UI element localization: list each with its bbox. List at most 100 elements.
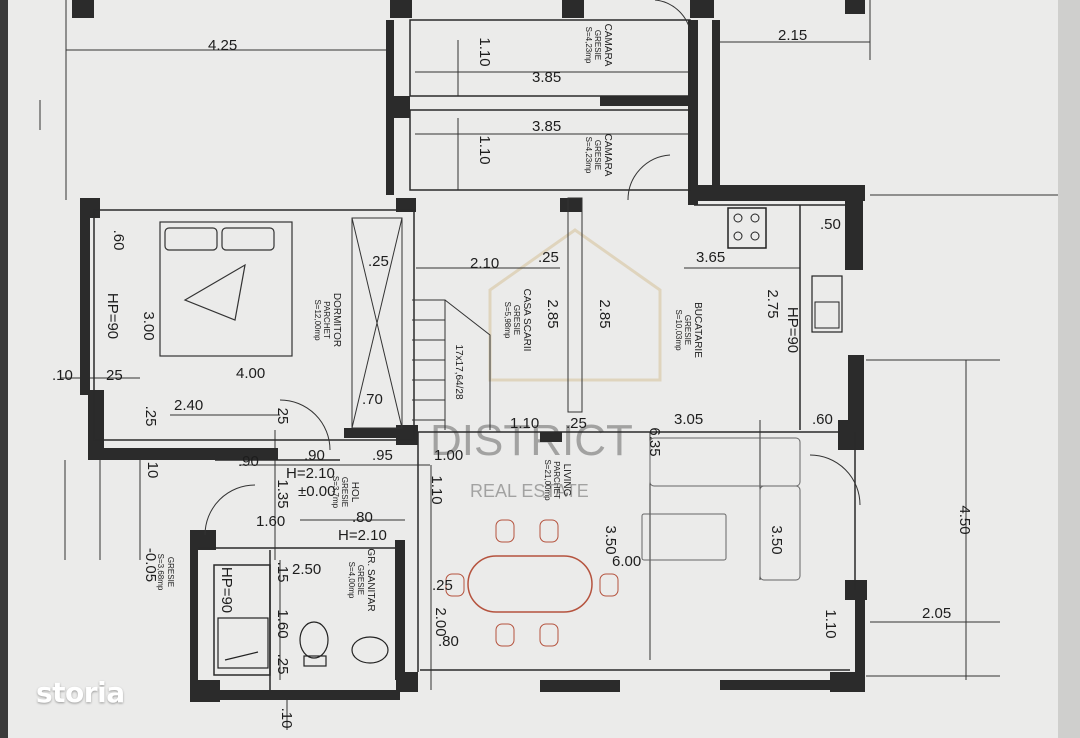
- dimension-texts: 4.25 2.15 3.85 3.85 .50 .25 2.10 .25 3.6…: [52, 27, 951, 650]
- dormitor-name: DORMITOR: [331, 293, 342, 347]
- dim-60-b: .60: [812, 411, 833, 428]
- dim-3-85-a: 3.85: [532, 69, 561, 86]
- sofa: [641, 437, 801, 581]
- dim-4-25: 4.25: [208, 37, 237, 54]
- gr-sanitar-area: S=4,00mp: [347, 562, 356, 599]
- dim-1-10-d: 1.10: [428, 475, 445, 504]
- casa-scarii-finish: GRESIE: [512, 305, 521, 335]
- watermark-line2: REAL ESTATE: [470, 481, 589, 501]
- kitchen-sink: [811, 275, 843, 333]
- dining-table: [445, 519, 619, 647]
- doors: [204, 0, 861, 536]
- camara-mid-name: CAMARA: [602, 134, 613, 177]
- dim-1-10-c: 1.10: [510, 415, 539, 432]
- bed: [159, 221, 293, 357]
- stairs-label: 17x17,64/28: [453, 344, 464, 399]
- room-labels: CAMARA GRESIE S=4,23mp CAMARA GRESIE S=4…: [142, 24, 703, 612]
- dim-3-00: 3.00: [140, 311, 157, 340]
- dim-1-00: 1.00: [434, 447, 463, 464]
- exterior-elevation: -0.05: [142, 548, 159, 582]
- dim-80-a: .80: [352, 509, 373, 526]
- dim-15: .15: [274, 562, 291, 583]
- living-name: LIVING: [561, 464, 572, 497]
- wall-outlines: [93, 19, 856, 690]
- exterior-area: S=3,68mp: [156, 554, 165, 591]
- dim-10-c: .10: [278, 708, 295, 729]
- dim-80-b: .80: [438, 633, 459, 650]
- hol-height: H=2.10: [286, 465, 335, 482]
- dim-1-60-b: 1.60: [274, 609, 291, 638]
- dim-25-d: .25: [142, 406, 159, 427]
- dormitor-area: S=12,00mp: [313, 299, 322, 341]
- dim-2-75: 2.75: [764, 289, 781, 318]
- dim-3-65: 3.65: [696, 249, 725, 266]
- watermark-line1: DISTRICT: [430, 416, 633, 465]
- living-area: S=21,00mp: [543, 459, 552, 501]
- dim-60: .60: [110, 230, 127, 251]
- exterior-finish: GRESIE: [166, 557, 175, 587]
- dim-2-50: 2.50: [292, 561, 321, 578]
- dim-6-00: 6.00: [612, 553, 641, 570]
- sanitar-height: H=2.10: [338, 527, 387, 544]
- gr-sanitar-finish: GRESIE: [356, 565, 365, 595]
- hol-finish: GRESIE: [340, 477, 349, 507]
- bucatarie-name: BUCATARIE: [692, 302, 703, 358]
- district-watermark: DISTRICT REAL ESTATE: [430, 228, 662, 501]
- dim-1-10-a: 1.10: [476, 37, 493, 66]
- photo-edge-left: [0, 0, 8, 738]
- storia-watermark: storia: [36, 676, 125, 709]
- dim-2-00: 2.00: [432, 607, 449, 636]
- dim-6-35: 6.35: [646, 427, 663, 456]
- dim-25-h: .25: [432, 577, 453, 594]
- dim-90-b: .90: [304, 447, 325, 464]
- walls: [72, 0, 867, 702]
- stove: [727, 207, 767, 249]
- dim-2-85-b: 2.85: [596, 299, 613, 328]
- dim-25-g: .25: [274, 654, 291, 675]
- dim-1-10-b: 1.10: [476, 135, 493, 164]
- dim-2-40: 2.40: [174, 397, 203, 414]
- dim-3-50-a: 3.50: [602, 525, 619, 554]
- hp-bucatarie: HP=90: [784, 307, 801, 353]
- dim-4-00: 4.00: [236, 365, 265, 382]
- dim-95: .95: [372, 447, 393, 464]
- camara-top-finish: GRESIE: [593, 30, 602, 60]
- dim-50: .50: [820, 216, 841, 233]
- stairs: [412, 197, 583, 430]
- dim-2-10: 2.10: [470, 255, 499, 272]
- camara-mid-finish: GRESIE: [593, 140, 602, 170]
- dormitor-finish: PARCHET: [322, 301, 331, 339]
- dim-1-35: 1.35: [274, 479, 291, 508]
- casa-scarii-area: S=5,98mp: [503, 302, 512, 339]
- dim-1-10-e: 1.10: [822, 609, 839, 638]
- dim-2-05: 2.05: [922, 605, 951, 622]
- dim-25-f: .25: [566, 415, 587, 432]
- dim-1-60-a: 1.60: [256, 513, 285, 530]
- camara-top-area: S=4,23mp: [584, 27, 593, 64]
- photo-edge-right: [1058, 0, 1080, 738]
- bathroom-fixtures: [217, 617, 389, 669]
- bucatarie-finish: GRESIE: [683, 315, 692, 345]
- dim-90-a: .90: [238, 453, 259, 470]
- camara-mid-area: S=4,23mp: [584, 137, 593, 174]
- gr-sanitar-name: GR. SANITAR: [365, 548, 376, 611]
- vertical-dimension-texts: 1.10 1.10 .60 3.00 2.85 2.85 2.75 .25 25…: [110, 37, 973, 728]
- hp-sanitar: HP=90: [218, 567, 235, 613]
- dim-10-b: 10: [144, 462, 161, 479]
- camara-top-name: CAMARA: [602, 24, 613, 67]
- dim-3-85-b: 3.85: [532, 118, 561, 135]
- hp-dormitor: HP=90: [104, 293, 121, 339]
- hp-labels: HP=90 HP=90 HP=90: [104, 293, 801, 613]
- hol-name: HOL: [349, 482, 360, 503]
- dim-3-50-b: 3.50: [768, 525, 785, 554]
- living-finish: PARCHET: [552, 461, 561, 499]
- casa-scarii-name: CASA SCARII: [521, 289, 532, 352]
- dim-25-b: .25: [538, 249, 559, 266]
- dim-10-a: .10: [52, 367, 73, 384]
- level-marks: H=2.10 ±0.00 H=2.10: [286, 465, 387, 544]
- hol-elevation: ±0.00: [298, 483, 335, 500]
- dim-70: .70: [362, 391, 383, 408]
- dim-2-15: 2.15: [778, 27, 807, 44]
